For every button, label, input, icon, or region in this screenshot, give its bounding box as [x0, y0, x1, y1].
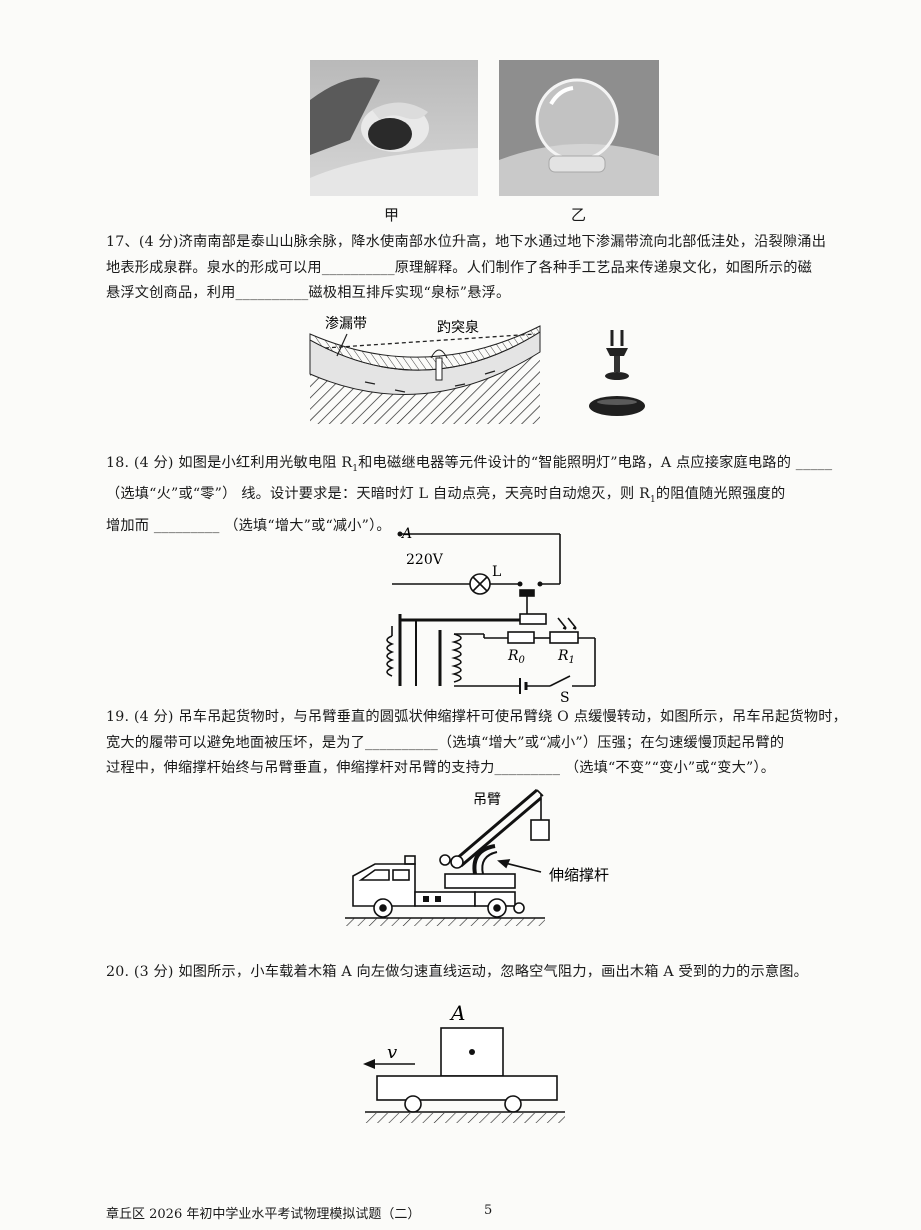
q19-line-3: 过程中，伸缩撑杆始终与吊臂垂直，伸缩撑杆对吊臂的支持力_________ （选填… [106, 760, 776, 776]
label-telescopic-rod: 伸缩撑杆 [549, 866, 609, 884]
maglev-souvenir [589, 330, 645, 416]
q18-line-2-a: （选填“火”或“零”） 线。设计要求是：天暗时灯 L 自动点亮，天亮时自动熄灭，… [106, 486, 650, 503]
q18-line-1: 18. (4 分) 如图是小红利用光敏电阻 R1和电磁继电器等元件设计的“智能照… [106, 451, 866, 482]
q20-line: 20. (3 分) 如图所示，小车载着木箱 A 向左做匀速直线运动，忽略空气阻力… [106, 964, 808, 980]
photo-yi [499, 60, 659, 196]
label-box-A: A [449, 1001, 465, 1025]
q18-line-3: 增加而 _________ （选填“增大”或“减小”）。 [106, 517, 391, 534]
cart-box-diagram: A v [363, 1001, 565, 1123]
label-R1-letter: R [557, 648, 569, 664]
q17-line-1: 17、(4 分)济南南部是泰山山脉余脉，降水使南部水位升高，地下水通过地下渗漏带… [106, 234, 827, 250]
q18-line-2-b: 的阻值随光照强度的 [655, 486, 786, 503]
q19-line-1: 19. (4 分) 吊车吊起货物时，与吊臂垂直的圆弧状伸缩撑杆可使吊臂绕 O 点… [106, 709, 848, 725]
label-R0: R0 [507, 648, 526, 666]
spring-diagram: 渗漏带 趵突泉 [309, 316, 541, 424]
label-R0-sub: 0 [519, 655, 526, 666]
q18-line-2: （选填“火”或“零”） 线。设计要求是：天暗时灯 L 自动点亮，天亮时自动熄灭，… [106, 482, 866, 513]
q18-line-1-b: 和电磁继电器等元件设计的“智能照明灯”电路，A 点应接家庭电路的 _____ [358, 455, 833, 471]
question-17: 17、(4 分)济南南部是泰山山脉余脉，降水使南部水位升高，地下水通过地下渗漏带… [106, 230, 866, 307]
label-crane-arm: 吊臂 [473, 792, 501, 808]
label-S: S [560, 690, 570, 704]
label-R1-sub: 1 [569, 655, 575, 666]
question-18: 18. (4 分) 如图是小红利用光敏电阻 R1和电磁继电器等元件设计的“智能照… [106, 451, 866, 539]
label-baotu-spring: 趵突泉 [437, 319, 479, 336]
q18-sub-1b: 1 [649, 495, 656, 506]
label-seep-zone: 渗漏带 [325, 316, 367, 332]
label-L: L [492, 564, 501, 580]
question-19: 19. (4 分) 吊车吊起货物时，与吊臂垂直的圆弧状伸缩撑杆可使吊臂绕 O 点… [106, 705, 866, 782]
q19-line-2: 宽大的履带可以避免地面被压坏，是为了__________（选填“增大”或“减小”… [106, 734, 785, 751]
page-number: 5 [484, 1203, 493, 1218]
photo-jia [310, 60, 478, 196]
q18-line-1-a: 18. (4 分) 如图是小红利用光敏电阻 R [106, 455, 353, 471]
relay-circuit-diagram: A 220V L R0 R1 S [386, 526, 596, 704]
q17-line-3: 悬浮文创商品，利用__________磁极相互排斥实现“泉标”悬浮。 [106, 285, 511, 301]
footer-exam-title: 章丘区 2026 年初中学业水平考试物理模拟试题（二） [106, 1207, 421, 1222]
photo-yi-label: 乙 [571, 206, 587, 224]
label-A: A [400, 526, 412, 542]
label-velocity-v: v [387, 1042, 397, 1063]
photo-jia-label: 甲 [384, 206, 400, 224]
question-20: 20. (3 分) 如图所示，小车载着木箱 A 向左做匀速直线运动，忽略空气阻力… [106, 960, 866, 986]
label-R0-letter: R [507, 648, 519, 664]
label-220v: 220V [406, 552, 444, 568]
q17-line-2: 地表形成泉群。泉水的形成可以用__________原理解释。人们制作了各种手工艺… [106, 259, 812, 276]
crane-diagram: 吊臂 伸缩撑杆 [345, 788, 609, 926]
label-R1: R1 [557, 648, 575, 666]
q18-sub-1a: 1 [352, 463, 359, 474]
